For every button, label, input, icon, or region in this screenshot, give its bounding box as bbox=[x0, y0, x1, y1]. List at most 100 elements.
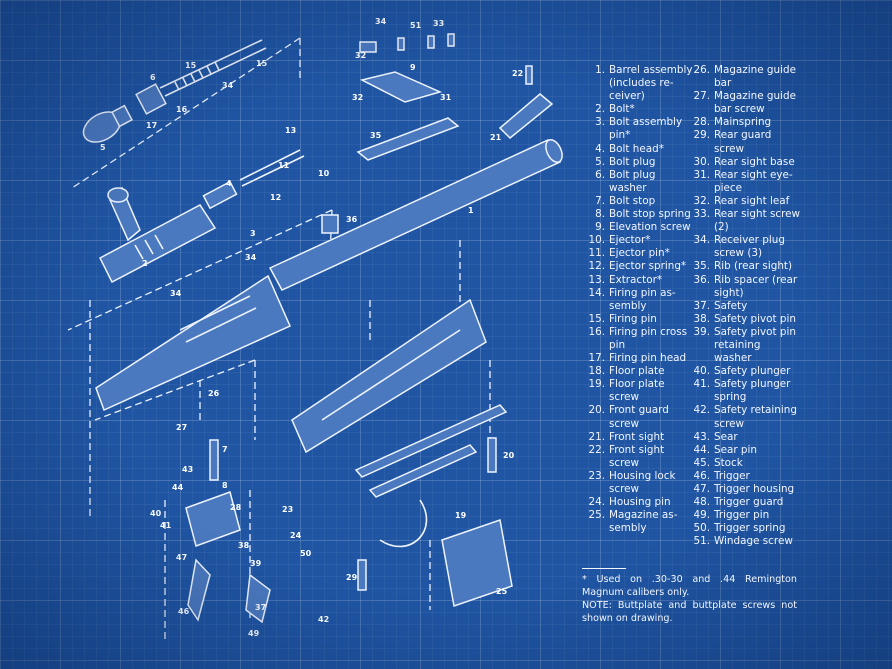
legend-item-label: Firing pin as-sembly bbox=[609, 286, 676, 312]
svg-text:23: 23 bbox=[282, 505, 293, 514]
svg-text:15: 15 bbox=[256, 59, 268, 68]
legend-item: 30.Rear sight base bbox=[689, 156, 801, 169]
svg-text:27: 27 bbox=[176, 423, 187, 432]
svg-text:38: 38 bbox=[238, 541, 250, 550]
legend-item-number: 18. bbox=[588, 365, 605, 378]
legend-item: 25.Magazine as-sembly bbox=[584, 509, 696, 535]
legend-item-label: Bolt head* bbox=[609, 142, 664, 155]
legend-item-label: Rear guard screw bbox=[714, 129, 772, 155]
svg-text:50: 50 bbox=[300, 549, 312, 558]
legend-item-number: 14. bbox=[588, 286, 605, 299]
svg-text:10: 10 bbox=[318, 169, 330, 178]
legend-item-label: Firing pin cross pin bbox=[609, 325, 688, 351]
legend-item-number: 45. bbox=[693, 456, 710, 469]
legend-item-label: Ejector pin* bbox=[609, 247, 670, 260]
legend-item-number: 36. bbox=[693, 273, 710, 286]
legend-item-number: 22. bbox=[588, 443, 605, 456]
legend-item-label: Magazine guide bar bbox=[714, 64, 796, 90]
legend-item: 28.Mainspring bbox=[689, 116, 801, 129]
legend-item-number: 21. bbox=[588, 430, 605, 443]
legend-item: 31.Rear sight eye-piece bbox=[689, 169, 801, 195]
legend-item-number: 15. bbox=[588, 312, 605, 325]
legend-item: 50.Trigger spring bbox=[689, 522, 801, 535]
legend-item: 22.Front sight screw bbox=[584, 444, 696, 470]
legend-item: 48.Trigger guard bbox=[689, 496, 801, 509]
svg-text:43: 43 bbox=[182, 465, 193, 474]
svg-text:34: 34 bbox=[375, 17, 387, 26]
legend-item-number: 41. bbox=[693, 378, 710, 391]
legend-item-number: 46. bbox=[693, 469, 710, 482]
legend-item: 32.Rear sight leaf bbox=[689, 195, 801, 208]
footnote-rule bbox=[582, 568, 626, 569]
svg-text:34: 34 bbox=[245, 253, 257, 262]
legend-item-number: 29. bbox=[693, 129, 710, 142]
legend-item-label: Rear sight eye-piece bbox=[714, 168, 793, 194]
legend-item: 29. Rear guard screw bbox=[689, 129, 801, 155]
legend-item-label: Windage screw bbox=[714, 535, 793, 548]
svg-text:7: 7 bbox=[222, 445, 228, 454]
legend-item-label: Trigger pin bbox=[714, 509, 770, 522]
svg-text:19: 19 bbox=[455, 511, 467, 520]
legend-item: 3.Bolt assembly pin* bbox=[584, 116, 696, 142]
svg-text:28: 28 bbox=[230, 503, 242, 512]
legend-item-label: Housing lock screw bbox=[609, 469, 676, 495]
legend-item-number: 42. bbox=[693, 404, 710, 417]
legend-item-number: 8. bbox=[595, 208, 605, 221]
legend-item: 47.Trigger housing bbox=[689, 483, 801, 496]
legend-column-left: 1.Barrel assembly (includes re-ceiver)2.… bbox=[584, 64, 696, 535]
legend-item-number: 48. bbox=[693, 496, 710, 509]
footnote: * Used on .30-30 and .44 Remington Magnu… bbox=[582, 573, 797, 625]
legend-item-label: Safety pivot pin retaining washer bbox=[714, 325, 796, 365]
legend-item-label: Firing pin bbox=[609, 312, 657, 325]
legend-item: 24.Housing pin bbox=[584, 496, 696, 509]
guide-bar-group: 20 29 19 bbox=[346, 404, 515, 591]
legend-item: 8.Bolt stop spring bbox=[584, 208, 696, 221]
legend-item-number: 24. bbox=[588, 496, 605, 509]
svg-text:29: 29 bbox=[346, 573, 358, 582]
trigger-housing-group: 7 8 43 44 40 47 46 49 23 24 50 38 39 42 … bbox=[150, 389, 329, 638]
legend-item: 27.Magazine guide bar screw bbox=[689, 90, 801, 116]
legend-item-number: 12. bbox=[588, 260, 605, 273]
svg-text:32: 32 bbox=[352, 93, 363, 102]
legend-item: 9.Elevation screw bbox=[584, 221, 696, 234]
legend-item-number: 28. bbox=[693, 116, 710, 129]
legend-item-label: Rib (rear sight) bbox=[714, 260, 793, 273]
legend-item-number: 5. bbox=[595, 155, 605, 168]
svg-text:2: 2 bbox=[142, 259, 148, 268]
legend-item: 37.Safety bbox=[689, 300, 801, 313]
legend-item-number: 2. bbox=[595, 103, 605, 116]
asterisk-note: * Used on .30-30 and .44 Remington Magnu… bbox=[582, 574, 797, 598]
legend-item: 45.Stock bbox=[689, 457, 801, 470]
magazine-group: 25 bbox=[441, 519, 513, 607]
legend-item-label: Sear bbox=[714, 430, 738, 443]
legend-item: 16.Firing pin cross pin bbox=[584, 326, 696, 352]
legend-item-number: 9. bbox=[595, 221, 605, 234]
svg-text:25: 25 bbox=[496, 587, 508, 596]
legend-item-number: 26. bbox=[693, 64, 710, 76]
legend-item-label: Bolt plug bbox=[609, 155, 656, 168]
bolt-group: 2 4 3 13 11 12 10 bbox=[99, 126, 330, 284]
legend-item-label: Barrel assembly (includes re-ceiver) bbox=[609, 64, 693, 103]
svg-text:15: 15 bbox=[185, 61, 197, 70]
legend-item: 36.Rib spacer (rear sight) bbox=[689, 274, 801, 300]
legend-item-label: Sear pin bbox=[714, 443, 757, 456]
barrel-group: 1 36 bbox=[268, 138, 563, 291]
legend-item-number: 50. bbox=[693, 522, 710, 535]
svg-text:33: 33 bbox=[433, 19, 444, 28]
legend-item-label: Magazine guide bar screw bbox=[714, 90, 796, 116]
legend-item: 35.Rib (rear sight) bbox=[689, 260, 801, 273]
legend-item-label: Rear sight base bbox=[714, 155, 795, 168]
svg-text:42: 42 bbox=[318, 615, 329, 624]
legend-item-number: 10. bbox=[588, 234, 605, 247]
legend-item-number: 7. bbox=[595, 194, 605, 207]
svg-text:32: 32 bbox=[355, 51, 366, 60]
front-sight-group: 22 21 bbox=[490, 65, 554, 142]
legend-item-number: 43. bbox=[693, 430, 710, 443]
svg-text:12: 12 bbox=[270, 193, 281, 202]
legend-item-number: 37. bbox=[693, 299, 710, 312]
svg-text:36: 36 bbox=[346, 215, 358, 224]
legend-item: 4.Bolt head* bbox=[584, 143, 696, 156]
legend-item: 51.Windage screw bbox=[689, 535, 801, 548]
